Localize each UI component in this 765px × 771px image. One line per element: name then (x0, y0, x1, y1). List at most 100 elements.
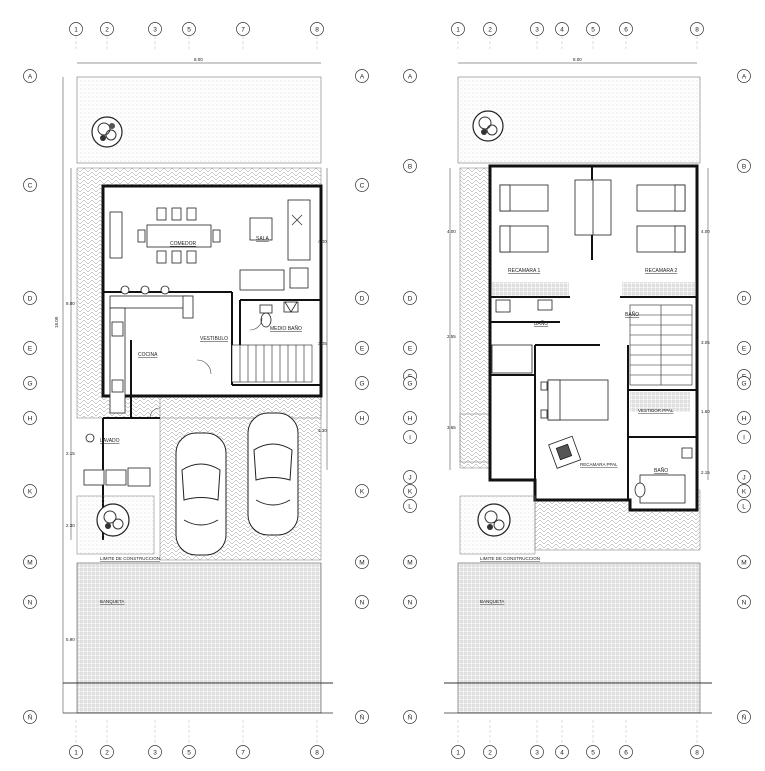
svg-text:M: M (407, 560, 412, 567)
tree-icon (477, 503, 511, 537)
svg-text:2.15: 2.15 (701, 470, 710, 475)
svg-text:5.90: 5.90 (66, 637, 75, 642)
svg-text:M: M (741, 560, 746, 567)
grid-col-ground-top: 2 (100, 22, 114, 36)
grid-row-left-inner: K (355, 484, 369, 498)
grid-row-left-outer: K (23, 484, 37, 498)
svg-text:1: 1 (456, 27, 460, 34)
label-limite: LIMITE DE CONSTRUCCION (100, 556, 160, 561)
label-bano-1: BAÑO (534, 320, 548, 327)
svg-text:K: K (408, 489, 413, 496)
svg-text:8.00: 8.00 (194, 57, 203, 62)
svg-text:M: M (27, 560, 32, 567)
grid-col-upper-top: 5 (586, 22, 600, 36)
grid-col-upper-top: 3 (530, 22, 544, 36)
grid-row-left-inner: G (355, 376, 369, 390)
grid-col-upper-bottom: 1 (451, 745, 465, 759)
grid-row-left-outer: C (23, 178, 37, 192)
svg-text:D: D (360, 296, 365, 303)
svg-text:A: A (742, 74, 747, 81)
vestidor-floor (630, 392, 690, 412)
grid-row-right-inner: A (737, 69, 751, 83)
grid-col-upper-bottom: 2 (483, 745, 497, 759)
grid-row-right-inner: E (737, 341, 751, 355)
grid-col-upper-bottom: 6 (619, 745, 633, 759)
tree-icon (472, 110, 504, 142)
svg-text:3.05: 3.05 (318, 341, 327, 346)
svg-text:I: I (743, 435, 745, 442)
svg-text:4: 4 (560, 750, 564, 757)
grid-row-left-inner: Ñ (355, 710, 369, 724)
grid-row-right-outer: G (403, 376, 417, 390)
grid-row-right-outer: B (403, 159, 417, 173)
grid-row-right-outer: J (403, 470, 417, 484)
tree-icon (96, 503, 130, 537)
svg-text:C: C (28, 183, 33, 190)
svg-text:G: G (27, 381, 32, 388)
grid-row-left-outer: N (23, 595, 37, 609)
grid-row-left-outer: E (23, 341, 37, 355)
svg-text:4.00: 4.00 (701, 229, 710, 234)
half-bath-fixtures (259, 301, 299, 328)
grid-col-upper-top: 1 (451, 22, 465, 36)
svg-text:4.00: 4.00 (318, 239, 327, 244)
svg-text:K: K (360, 489, 365, 496)
grid-col-upper-bottom: 3 (530, 745, 544, 759)
grid-col-upper-top: 2 (483, 22, 497, 36)
grid-row-right-outer: K (403, 484, 417, 498)
svg-text:B: B (408, 164, 412, 171)
grid-row-right-inner: I (737, 430, 751, 444)
grid-row-right-inner: Ñ (737, 710, 751, 724)
label-comedor: COMEDOR (170, 241, 197, 247)
bed-master (540, 379, 609, 421)
svg-text:2: 2 (488, 27, 492, 34)
svg-text:3.05: 3.05 (701, 340, 710, 345)
grid-col-upper-bottom: 8 (690, 745, 704, 759)
sidewalk-upper (457, 562, 701, 714)
grid-col-ground-top: 3 (148, 22, 162, 36)
grid-row-left-inner: N (355, 595, 369, 609)
grid-row-right-outer: Ñ (403, 710, 417, 724)
grid-col-upper-bottom: 4 (555, 745, 569, 759)
grid-row-right-inner: M (737, 555, 751, 569)
svg-text:K: K (28, 489, 33, 496)
grid-row-right-inner: L (737, 499, 751, 513)
svg-text:I: I (409, 435, 411, 442)
bed-recamara-1 (499, 184, 549, 253)
svg-text:N: N (408, 600, 413, 607)
svg-text:H: H (408, 416, 413, 423)
svg-text:1.60: 1.60 (701, 409, 710, 414)
svg-text:N: N (360, 600, 365, 607)
svg-text:H: H (742, 416, 747, 423)
grid-row-right-inner: N (737, 595, 751, 609)
grid-row-left-inner: M (355, 555, 369, 569)
grid-row-left-outer: Ñ (23, 710, 37, 724)
grid-col-ground-top: 1 (69, 22, 83, 36)
laundry (83, 433, 151, 487)
svg-text:L: L (408, 504, 412, 511)
grid-col-ground-bottom: 8 (310, 745, 324, 759)
grid-row-right-outer: M (403, 555, 417, 569)
ground-floor-plan: COMEDOR SALA COCINA VESTIBULO MEDIO BAÑO… (63, 76, 333, 714)
svg-text:H: H (360, 416, 365, 423)
svg-text:E: E (28, 346, 33, 353)
svg-text:D: D (742, 296, 747, 303)
grid-row-left-inner: E (355, 341, 369, 355)
svg-text:1: 1 (456, 750, 460, 757)
sidewalk (76, 562, 322, 714)
grid-row-right-inner: K (737, 484, 751, 498)
svg-text:E: E (408, 346, 413, 353)
grid-row-left-outer: M (23, 555, 37, 569)
grid-row-left-inner: C (355, 178, 369, 192)
stairs-ground (231, 344, 313, 383)
grid-row-right-inner: G (737, 376, 751, 390)
label-vestibulo: VESTIBULO (200, 336, 228, 342)
svg-text:D: D (28, 296, 33, 303)
bed-recamara-2 (636, 184, 686, 253)
floor-strip-2 (622, 282, 696, 296)
grid-col-upper-bottom: 5 (586, 745, 600, 759)
stairs-upper (629, 304, 693, 386)
grid-col-ground-top: 5 (182, 22, 196, 36)
svg-text:3.65: 3.65 (447, 425, 456, 430)
grid-col-ground-bottom: 5 (182, 745, 196, 759)
